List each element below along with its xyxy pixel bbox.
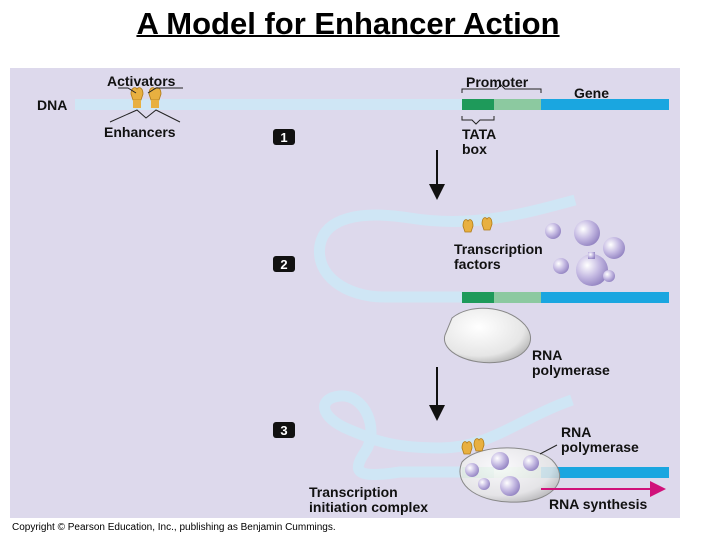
rna-polymerase-label-a-line1: RNA: [532, 347, 562, 363]
promoter-label: Promoter: [466, 74, 529, 90]
activators-label: Activators: [107, 73, 176, 89]
gene-label: Gene: [574, 85, 609, 101]
rna-polymerase-label-a-line2: polymerase: [532, 362, 610, 378]
svg-text:1: 1: [280, 130, 287, 145]
transcription-factors-label-line1: Transcription: [454, 241, 543, 257]
slide-title: A Model for Enhancer Action: [136, 6, 560, 41]
dna-strand-step1: [75, 99, 669, 110]
dna-label: DNA: [37, 97, 67, 113]
copyright-notice: Copyright © Pearson Education, Inc., pub…: [12, 522, 336, 533]
initiation-complex-label-line2: initiation complex: [309, 499, 428, 515]
svg-text:3: 3: [280, 423, 287, 438]
step-3-badge: 3: [273, 422, 295, 438]
transcription-factor-spheres: [545, 220, 625, 286]
promoter-bracket: [461, 84, 542, 93]
step-1-badge: 1: [273, 129, 295, 145]
activator-proteins-step1: [130, 87, 162, 108]
rna-polymerase-free: [444, 307, 532, 364]
step-2-badge: 2: [273, 256, 295, 272]
initiation-complex: [459, 447, 561, 503]
svg-text:2: 2: [280, 257, 287, 272]
activators-bracket: [118, 87, 183, 94]
tata-label-line1: TATA: [462, 126, 496, 142]
transcription-factors-label-line2: factors: [454, 256, 501, 272]
dna-loop-step2: [313, 194, 669, 303]
rna-polymerase-label-b-line1: RNA: [561, 424, 591, 440]
rna-polymerase-b-pointer: [539, 444, 558, 455]
rna-synthesis-label: RNA synthesis: [549, 496, 648, 512]
enhancers-bracket: [109, 109, 181, 123]
tata-label-line2: box: [462, 141, 487, 157]
tata-bracket: [461, 116, 495, 125]
activator-proteins-step2: [462, 217, 493, 233]
enhancers-label: Enhancers: [104, 124, 176, 140]
activator-proteins-step3: [461, 438, 485, 455]
rna-polymerase-label-b-line2: polymerase: [561, 439, 639, 455]
initiation-complex-label-line1: Transcription: [309, 484, 398, 500]
